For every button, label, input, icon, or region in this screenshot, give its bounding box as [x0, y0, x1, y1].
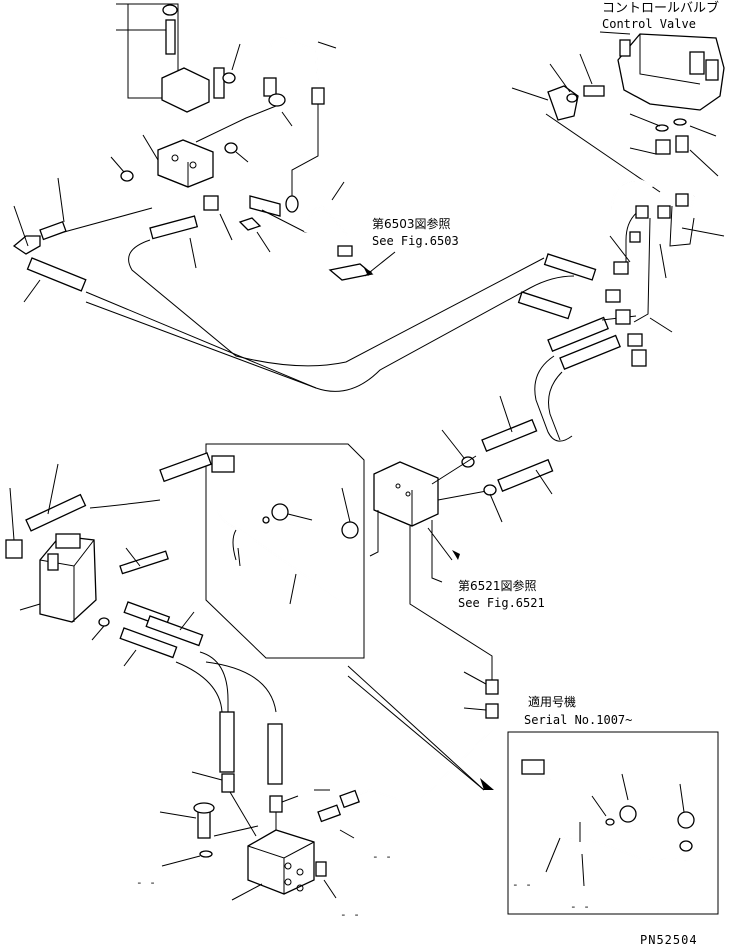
ref-6503-jp: 第6503図参照 [372, 216, 451, 231]
middle-block [369, 461, 493, 680]
long-hoses-right [517, 253, 637, 442]
dash-mark: - - [136, 876, 156, 889]
dash-mark: - - [340, 908, 360, 921]
page-code: PN52504 [640, 933, 698, 947]
upper-left-valve-assembly [110, 3, 277, 188]
dash-mark: - - [512, 878, 532, 891]
ref-6521-jp: 第6521図参照 [458, 578, 537, 593]
dash-mark: - - [372, 850, 392, 863]
mid-right-hoses [431, 395, 554, 523]
control-valve-jp: コントロールバルブ [602, 0, 719, 16]
left-hoses [12, 177, 575, 392]
ref-6503-en: See Fig.6503 [372, 234, 459, 248]
control-valve-en: Control Valve [602, 17, 696, 31]
detail-frame-center [89, 443, 365, 659]
center-fittings [203, 181, 396, 281]
ref-6521-en: See Fig.6521 [458, 596, 545, 610]
left-valve [5, 463, 277, 713]
serial-en: Serial No.1007~ [524, 713, 632, 727]
top-bent-pipe [263, 36, 337, 196]
lower-hoses [191, 711, 299, 837]
dash-mark: - - [570, 900, 590, 913]
lower-block [159, 802, 337, 901]
serial-jp: 適用号機 [528, 694, 576, 709]
serial-detail-box [507, 731, 719, 915]
long-pipe [314, 665, 499, 839]
control-valve [511, 31, 725, 367]
